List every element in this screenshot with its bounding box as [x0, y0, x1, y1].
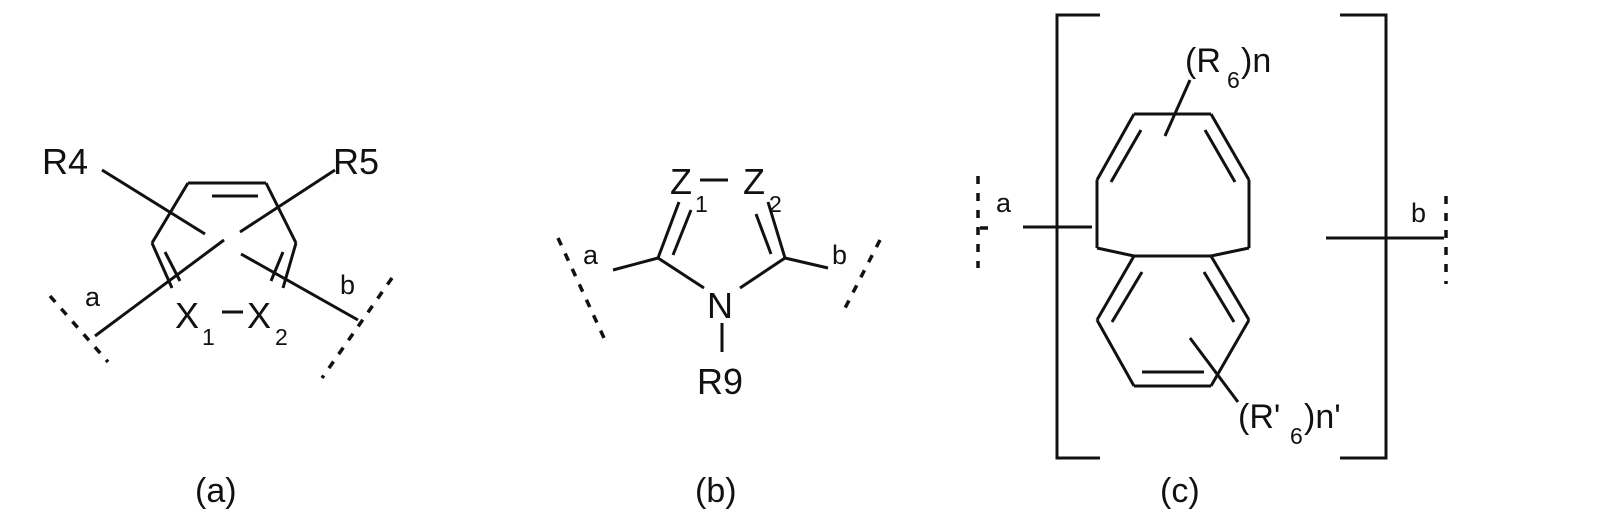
r6-prime-subscript: 6 [1290, 423, 1303, 449]
x1-subscript: 1 [202, 324, 215, 350]
attachment-b-label: b [1411, 198, 1426, 228]
r6-prime-label-close: )n' [1304, 398, 1341, 436]
caption-c: (c) [1160, 472, 1200, 510]
attachment-a-label: a [583, 240, 599, 270]
naphthalene-rings [1097, 114, 1249, 386]
r4-label: R4 [42, 141, 88, 182]
r6-subscript: 6 [1227, 67, 1240, 93]
attachment-b-label: b [832, 240, 847, 270]
r6-label-open: (R [1185, 42, 1221, 80]
z2-label: Z [743, 161, 765, 202]
panel-c-structure: (R 6 )n (R' 6 )n' a b (c) [978, 15, 1446, 510]
nitrogen-label: N [707, 285, 733, 326]
r6-prime-bond [1190, 338, 1238, 402]
attachment-b-dash [322, 278, 392, 378]
z2-subscript: 2 [769, 191, 782, 217]
r6-prime-label-open: (R' [1238, 398, 1280, 436]
bond-to-a [95, 240, 224, 336]
x2-label: X [247, 295, 271, 336]
z1-label: Z [670, 161, 692, 202]
z1-subscript: 1 [695, 191, 708, 217]
attachment-a-label: a [996, 188, 1012, 218]
r6-bond [1165, 80, 1190, 136]
bond-to-b [785, 258, 828, 268]
bond-to-a [613, 258, 658, 270]
attachment-b-label: b [340, 270, 355, 300]
panel-a-structure: R4 R5 X 1 X 2 a b (a) [42, 141, 392, 510]
r6-label-close: )n [1241, 42, 1271, 80]
x2-subscript: 2 [275, 324, 288, 350]
r4-bond [102, 170, 205, 234]
r9-label: R9 [697, 361, 743, 402]
panel-a-ring [152, 183, 296, 312]
caption-b: (b) [695, 472, 737, 510]
panel-b-structure: Z 1 Z 2 N R9 a b (b) [558, 161, 880, 510]
left-bracket [1057, 15, 1100, 458]
attachment-a-label: a [85, 282, 101, 312]
caption-a: (a) [195, 472, 237, 510]
r5-label: R5 [333, 141, 379, 182]
x1-label: X [175, 295, 199, 336]
attachment-b-dash [842, 240, 880, 314]
